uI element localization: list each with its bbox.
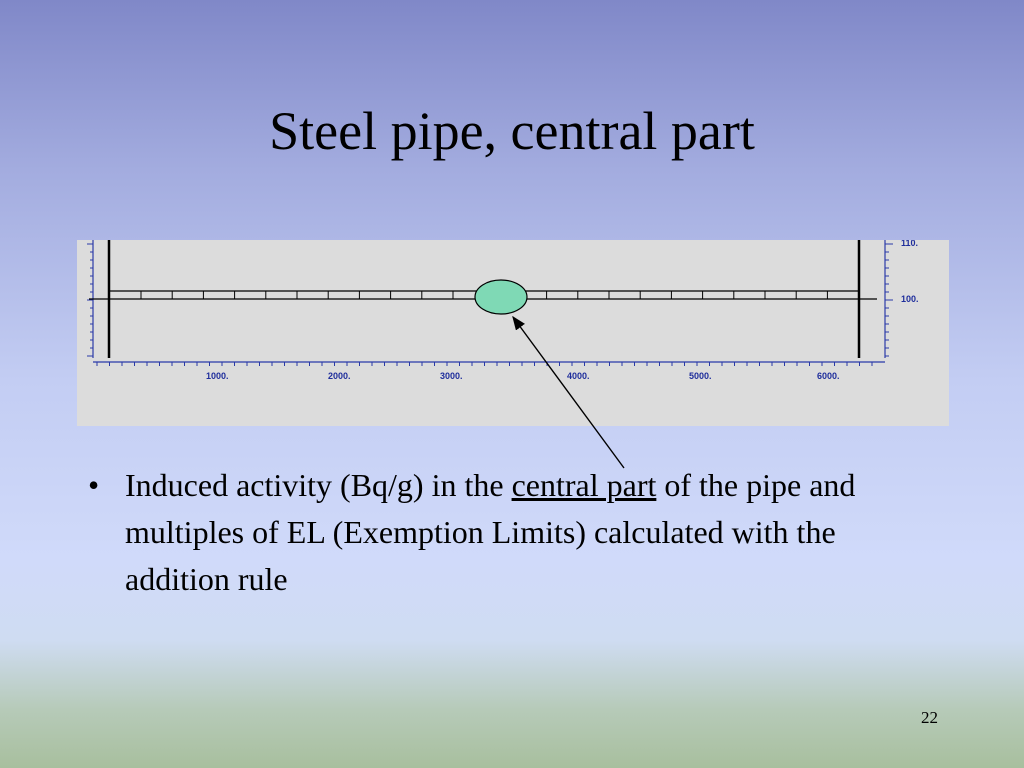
slide-title: Steel pipe, central part [269,101,755,161]
arrow-line [512,315,625,469]
x-tick-label: 4000. [567,371,590,381]
pipe-geometry-figure: 1000. 2000. 3000. 4000. 5000. 6000. 110.… [77,240,949,426]
bullet-text-start: Induced activity (Bq/g) in the [125,467,512,503]
y-tick-label: 100. [901,294,919,304]
x-tick-label: 3000. [440,371,463,381]
page-number: 22 [921,708,938,727]
x-tick-label: 5000. [689,371,712,381]
pipe-geometry-plot: 1000. 2000. 3000. 4000. 5000. 6000. 110.… [87,240,919,381]
x-tick-label: 2000. [328,371,351,381]
x-tick-label: 6000. [817,371,840,381]
central-part-highlight [474,279,528,315]
x-tick-label: 1000. [206,371,229,381]
bullet-symbol: • [88,467,100,503]
bullet-text: Induced activity (Bq/g) in the central p… [125,462,905,603]
pipe-segments [140,291,860,299]
central-part-link-text: central part [511,467,657,503]
right-axis [884,240,893,358]
bottom-axis [93,361,885,366]
y-tick-label: 110. [901,240,918,248]
bullet-text-end: of the pipe and multiples of EL (Exempti… [125,467,856,597]
